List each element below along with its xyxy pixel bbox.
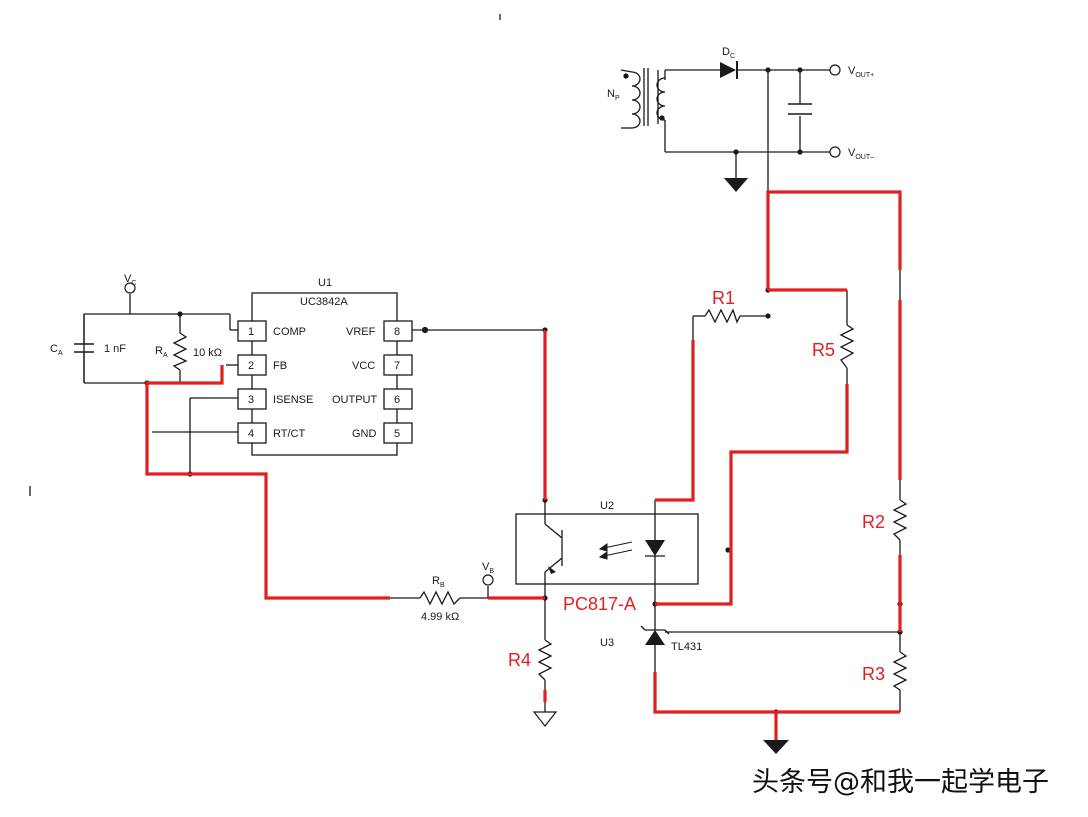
pin-num: 6 <box>394 394 400 406</box>
dc-label: DC <box>722 46 735 60</box>
capacitor-symbols <box>74 103 812 383</box>
terminals <box>124 64 841 586</box>
pin-num: 8 <box>394 326 400 338</box>
ra-value: 10 kΩ <box>193 347 222 359</box>
black-wiring <box>29 14 901 712</box>
pin-name: COMP <box>273 326 306 338</box>
pin-num: 1 <box>248 326 254 338</box>
pin-num: 5 <box>394 428 400 440</box>
red-labels: PC817-A R1 R5 R2 R3 R4 <box>508 288 885 684</box>
pin-name: OUTPUT <box>332 394 378 406</box>
opto-ref: U2 <box>600 500 614 512</box>
chip-part: UC3842A <box>300 296 348 308</box>
light-arrows-icon <box>598 541 633 560</box>
pin-num: 7 <box>394 360 400 372</box>
rb-label: RB <box>432 575 445 589</box>
chip-labels: U1 UC3842A 1 COMP 2 FB 3 ISENSE 4 RT/CT … <box>248 277 400 440</box>
vb-label: VB <box>482 561 494 575</box>
r5-label: R5 <box>812 340 835 360</box>
pin-num: 3 <box>248 394 254 406</box>
chip-pins <box>237 320 413 444</box>
r4-label: R4 <box>508 650 531 670</box>
rb-value: 4.99 kΩ <box>421 611 459 623</box>
pin-name: FB <box>273 360 287 372</box>
vout-neg-label: VOUT– <box>848 147 874 161</box>
ra-label: RA <box>155 345 168 359</box>
pin-num: 2 <box>248 360 254 372</box>
ground-symbols <box>532 178 789 754</box>
r1-label: R1 <box>712 288 735 308</box>
pin-name: VCC <box>352 360 375 372</box>
r2-label: R2 <box>862 512 885 532</box>
np-label: NP <box>607 88 620 102</box>
chip-ref: U1 <box>318 277 332 289</box>
pin-name: GND <box>352 428 377 440</box>
pin-num: 4 <box>248 428 254 440</box>
opto-led-icon <box>645 540 665 556</box>
resistor-symbols <box>172 308 908 691</box>
ca-value: 1 nF <box>104 343 126 355</box>
pin-name: ISENSE <box>273 394 313 406</box>
opto-part-label: PC817-A <box>563 594 636 614</box>
r3-label: R3 <box>862 664 885 684</box>
shunt-part: TL431 <box>671 641 702 653</box>
pin-name: RT/CT <box>273 428 305 440</box>
tl431-icon <box>645 630 665 645</box>
pin-name: VREF <box>346 326 376 338</box>
red-feedback-path <box>145 190 902 740</box>
ground-icon <box>532 711 558 727</box>
watermark-text: 头条号@和我一起学电子 <box>752 767 1049 798</box>
diode-symbols <box>548 61 738 645</box>
ground-icon <box>724 178 748 192</box>
transformer-icon <box>620 68 666 129</box>
ground-icon <box>763 740 789 754</box>
vc-label: VC <box>124 273 136 287</box>
shunt-ref: U3 <box>600 637 614 649</box>
ca-label: CA <box>50 343 63 357</box>
vout-pos-label: VOUT+ <box>848 65 874 79</box>
component-labels: VC CA 1 nF RA 10 kΩ RB 4.99 kΩ VB U2 U3 … <box>50 46 874 653</box>
